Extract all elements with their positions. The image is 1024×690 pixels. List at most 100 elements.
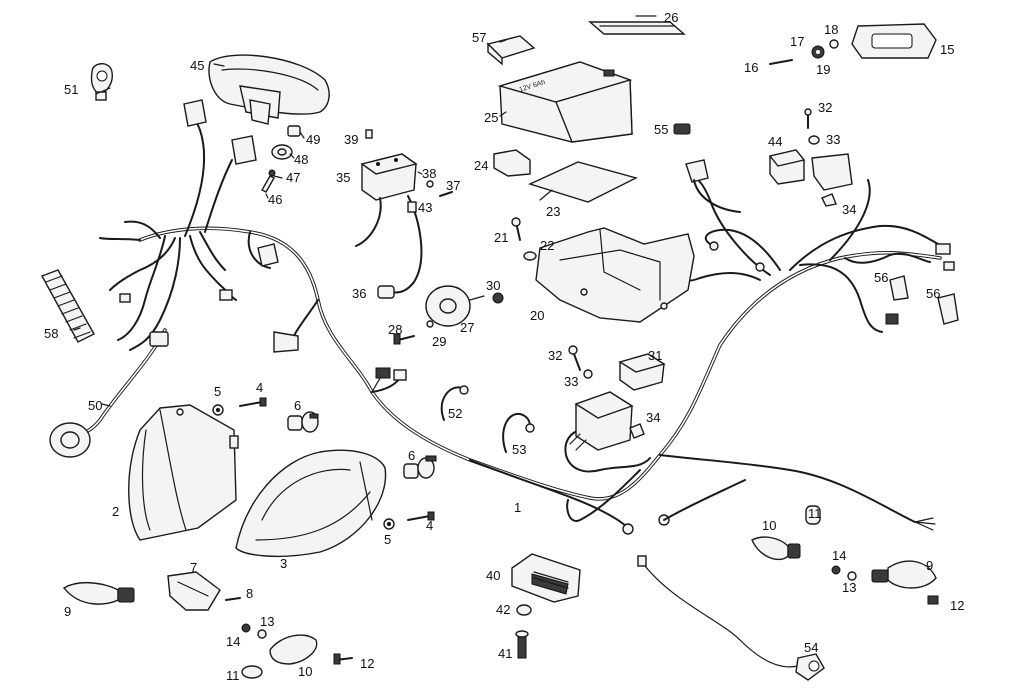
license-light: [167, 571, 221, 611]
callout-4: 4: [256, 380, 263, 395]
callout-1: 1: [514, 500, 521, 515]
callout-5: 5: [384, 532, 391, 547]
callout-36: 36: [352, 286, 366, 301]
leader-lines: [73, 15, 657, 407]
callout-6: 6: [408, 448, 415, 463]
cable-clamp: [90, 63, 114, 101]
turn-signal-front-right: [751, 505, 821, 561]
callout-51: 51: [64, 82, 78, 97]
rectifier: [511, 553, 581, 603]
headlight-lens: [235, 449, 387, 558]
spark-plug-cap: [377, 281, 415, 299]
callout-32: 32: [548, 348, 562, 363]
callout-27: 27: [460, 320, 474, 335]
callout-20: 20: [530, 308, 544, 323]
callout-6: 6: [294, 398, 301, 413]
callout-8: 8: [246, 586, 253, 601]
instrument-cluster: [208, 54, 330, 125]
callout-47: 47: [286, 170, 300, 185]
turn-signal-rear-right: [831, 560, 939, 605]
callout-43: 43: [418, 200, 432, 215]
ignition-ring: [49, 422, 91, 458]
callout-30: 30: [486, 278, 500, 293]
connector-upper: [685, 159, 741, 213]
cluster-small-parts: [261, 125, 301, 193]
callout-7: 7: [190, 560, 197, 575]
callout-28: 28: [388, 322, 402, 337]
spiral-sleeve: [40, 269, 95, 343]
callout-53: 53: [512, 442, 526, 457]
callouts: 1 2 3 4 4 5 5 6 6 7 8 9 9 10 10 11 11 12…: [44, 10, 964, 683]
headlight-housing: [128, 404, 239, 541]
connector-44: [768, 149, 806, 185]
callout-39: 39: [344, 132, 358, 147]
callout-19: 19: [816, 62, 830, 77]
callout-13: 13: [260, 614, 274, 629]
callout-9: 9: [926, 558, 933, 573]
callout-37: 37: [446, 178, 460, 193]
bulb-left: [287, 411, 319, 433]
callout-49: 49: [306, 132, 320, 147]
speed-sensor: [637, 555, 825, 681]
horn-fasteners: [393, 320, 434, 345]
callout-58: 58: [44, 326, 58, 341]
callout-38: 38: [422, 166, 436, 181]
callout-57: 57: [472, 30, 486, 45]
callout-12: 12: [950, 598, 964, 613]
rectifier-fasteners: [515, 604, 532, 659]
callout-34: 34: [842, 202, 856, 217]
battery-strap: [588, 21, 686, 35]
connector-far-right: [935, 243, 955, 271]
callout-33: 33: [826, 132, 840, 147]
callout-22: 22: [540, 238, 554, 253]
battery-tray: [535, 227, 695, 323]
callout-15: 15: [940, 42, 954, 57]
relay-upper-right: [804, 108, 853, 207]
callout-55: 55: [654, 122, 668, 137]
horn: [425, 285, 485, 327]
cable-52: [440, 385, 469, 421]
callout-34: 34: [646, 410, 660, 425]
callout-40: 40: [486, 568, 500, 583]
callout-26: 26: [664, 10, 678, 25]
battery-pad: [528, 161, 638, 203]
callout-3: 3: [280, 556, 287, 571]
callout-48: 48: [294, 152, 308, 167]
callout-5: 5: [214, 384, 221, 399]
callout-11: 11: [226, 668, 240, 683]
callout-10: 10: [762, 518, 776, 533]
connectors-56: [885, 275, 959, 325]
callout-50: 50: [88, 398, 102, 413]
callout-24: 24: [474, 158, 488, 173]
callout-29: 29: [432, 334, 446, 349]
voltage-regulator: [355, 129, 453, 283]
callout-4: 4: [426, 518, 433, 533]
screws-washers: [212, 397, 435, 530]
tray-fasteners: [492, 217, 537, 304]
callout-25: 25: [484, 110, 498, 125]
callout-11: 11: [808, 506, 822, 521]
callout-35: 35: [336, 170, 350, 185]
main-wiring-harness: [78, 107, 946, 535]
callout-32: 32: [818, 100, 832, 115]
callout-23: 23: [546, 204, 560, 219]
callout-42: 42: [496, 602, 510, 617]
battery: 12V 6Ah: [497, 61, 633, 143]
callout-54: 54: [804, 640, 818, 655]
callout-2: 2: [112, 504, 119, 519]
callout-14: 14: [832, 548, 846, 563]
callout-56: 56: [874, 270, 888, 285]
callout-16: 16: [744, 60, 758, 75]
callout-17: 17: [790, 34, 804, 49]
small-fasteners-left: [225, 597, 353, 679]
callout-18: 18: [824, 22, 838, 37]
harness-connectors-left: [119, 99, 407, 381]
fuse-box: [486, 35, 536, 66]
callout-52: 52: [448, 406, 462, 421]
callout-46: 46: [268, 192, 282, 207]
callout-45: 45: [190, 58, 204, 73]
callout-44: 44: [768, 134, 782, 149]
callout-10: 10: [298, 664, 312, 679]
callout-31: 31: [648, 348, 662, 363]
